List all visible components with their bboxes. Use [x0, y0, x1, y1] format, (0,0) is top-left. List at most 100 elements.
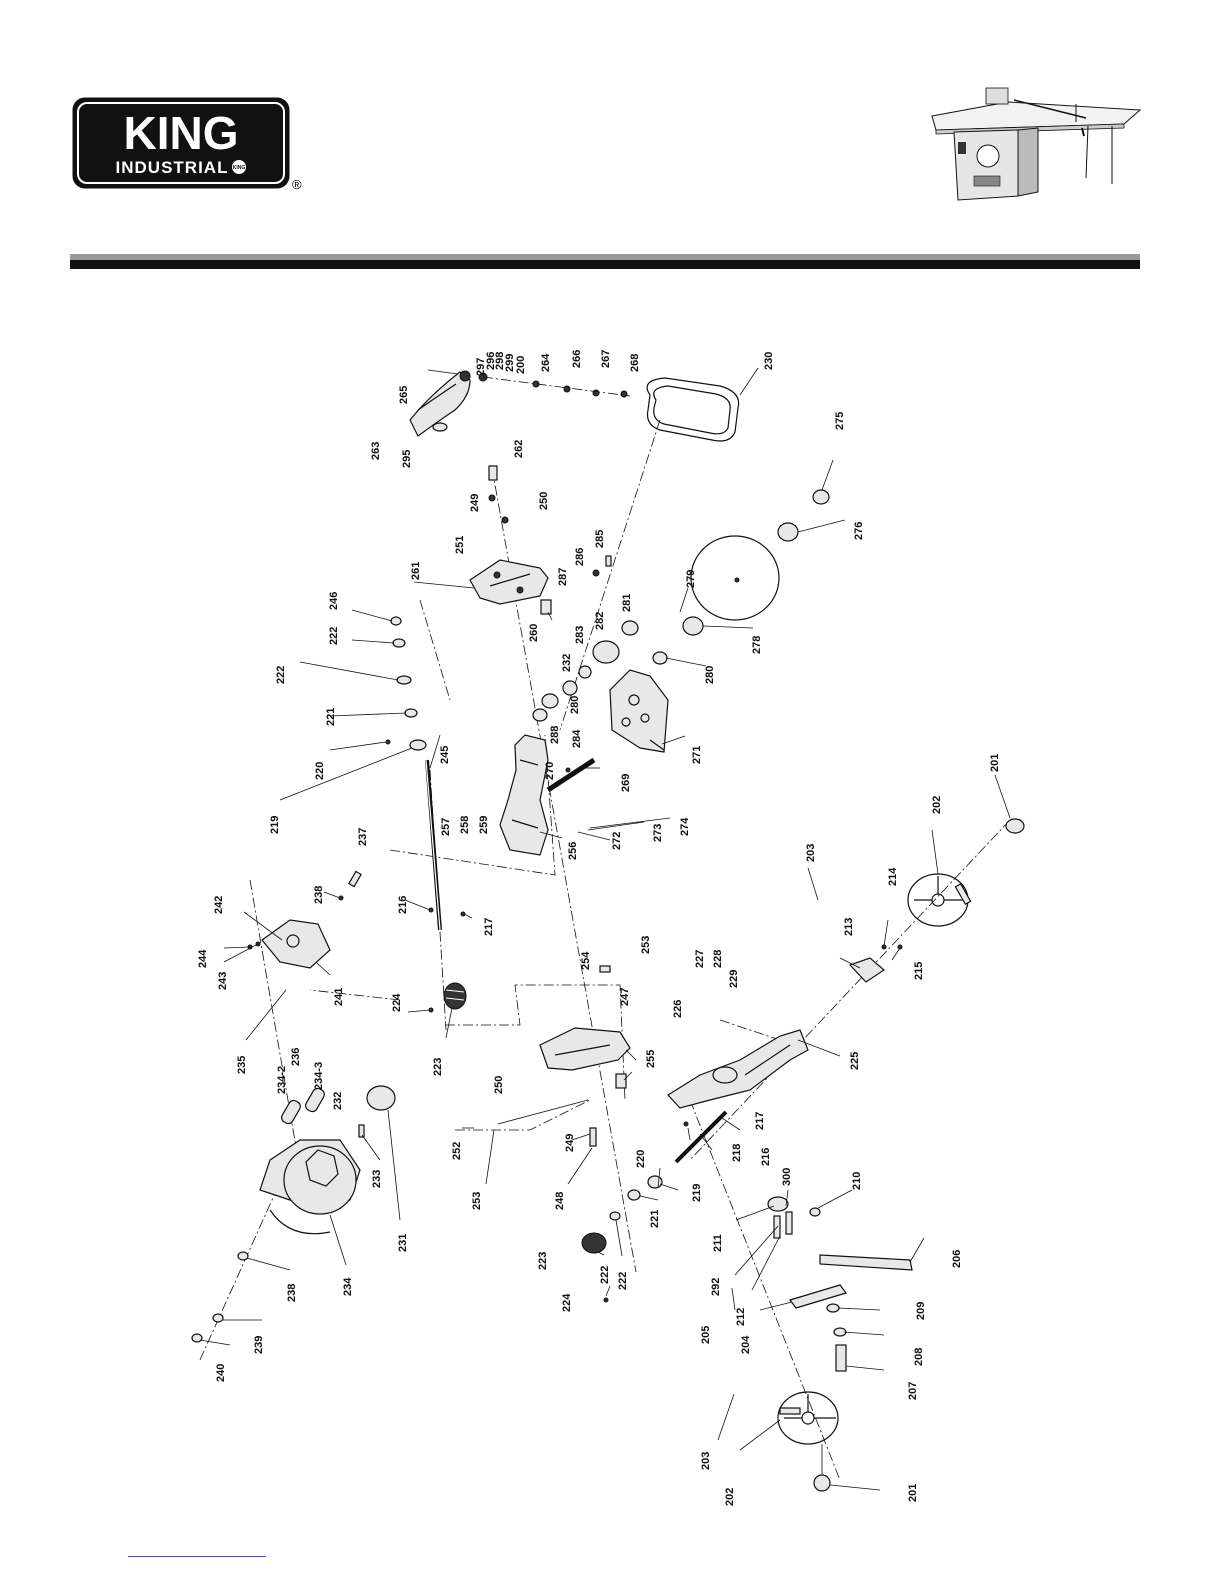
label-267: 267 — [600, 350, 612, 368]
label-202a: 202 — [931, 796, 943, 814]
bearing-219a — [409, 739, 427, 751]
label-217a: 217 — [483, 918, 495, 936]
label-234-2: 234-2 — [276, 1066, 288, 1094]
flange-276 — [777, 522, 799, 542]
label-238a: 238 — [313, 886, 325, 904]
label-296: 296 — [485, 352, 497, 370]
label-224b: 224 — [561, 1293, 573, 1312]
capacitors-234 — [281, 1087, 325, 1125]
label-215: 215 — [913, 962, 925, 980]
label-282: 282 — [594, 612, 606, 630]
label-248: 248 — [554, 1192, 566, 1210]
worm-gear-223a — [443, 982, 467, 1010]
bearing-280b — [562, 680, 578, 696]
label-266: 266 — [571, 350, 583, 368]
label-230: 230 — [763, 352, 775, 370]
label-223b: 223 — [537, 1252, 549, 1270]
label-212: 212 — [735, 1308, 747, 1326]
label-224a: 224 — [391, 993, 403, 1012]
label-206: 206 — [951, 1250, 963, 1268]
label-250b: 250 — [493, 1076, 505, 1094]
link-204 — [789, 1284, 847, 1309]
label-252: 252 — [451, 1142, 463, 1160]
label-258: 258 — [459, 816, 471, 834]
label-221b: 221 — [649, 1210, 661, 1228]
label-222c: 222 — [617, 1272, 629, 1290]
label-237: 237 — [357, 828, 369, 846]
label-288: 288 — [549, 726, 561, 744]
label-272: 272 — [611, 832, 623, 850]
label-205: 205 — [700, 1326, 712, 1344]
label-231: 231 — [397, 1234, 409, 1252]
motor-pulley-231 — [366, 1085, 396, 1111]
shaft-269 — [546, 757, 596, 793]
cam-211 — [767, 1196, 789, 1212]
label-257: 257 — [440, 818, 452, 836]
washer-221b — [627, 1189, 641, 1201]
label-270: 270 — [544, 762, 556, 780]
king-industrial-logo: KING INDUSTRIAL KING — [72, 97, 290, 189]
label-262: 262 — [513, 440, 525, 458]
label-220a: 220 — [314, 762, 326, 780]
label-280a: 280 — [704, 666, 716, 684]
label-253a: 253 — [640, 936, 652, 954]
assembly-axis-bracket — [249, 879, 301, 1171]
bolt-207 — [835, 1344, 847, 1372]
assembly-axis-belt — [559, 419, 661, 731]
label-218: 218 — [731, 1144, 743, 1162]
bearing-219b — [647, 1175, 663, 1189]
label-298: 298 — [494, 352, 506, 370]
label-245: 245 — [439, 746, 451, 764]
label-211: 211 — [712, 1234, 724, 1252]
assembly-link-a — [389, 734, 556, 876]
label-259: 259 — [478, 816, 490, 834]
label-232b: 232 — [332, 1092, 344, 1110]
handle-201a — [1005, 818, 1025, 834]
label-253b: 253 — [471, 1192, 483, 1210]
label-207: 207 — [907, 1382, 919, 1400]
label-280b: 280 — [569, 696, 581, 714]
label-265: 265 — [398, 386, 410, 404]
label-247: 247 — [619, 988, 631, 1006]
label-223a: 223 — [432, 1058, 444, 1076]
logo-badge-text: KING — [233, 165, 246, 171]
bearing-280a — [652, 651, 668, 665]
label-229: 229 — [728, 970, 740, 988]
washer-222a — [392, 638, 406, 648]
label-263: 263 — [370, 442, 382, 460]
label-220b: 220 — [635, 1150, 647, 1168]
worm-gear-223b — [581, 1232, 607, 1254]
assembly-axis-upper — [491, 467, 637, 1273]
label-233: 233 — [371, 1170, 383, 1188]
label-283: 283 — [574, 626, 586, 644]
bearing-281 — [621, 620, 639, 636]
assembly-link-e — [719, 1019, 781, 1041]
logo-brand-sub: INDUSTRIAL — [116, 158, 229, 177]
label-238b: 238 — [286, 1284, 298, 1302]
label-281: 281 — [621, 594, 633, 612]
label-209: 209 — [915, 1302, 927, 1320]
label-250a: 250 — [538, 492, 550, 510]
label-240: 240 — [215, 1364, 227, 1382]
label-225: 225 — [849, 1052, 861, 1070]
washer-238b — [237, 1251, 249, 1261]
label-243: 243 — [217, 972, 229, 990]
label-279: 279 — [685, 570, 697, 588]
label-200: 200 — [515, 356, 527, 374]
label-219a: 219 — [269, 816, 281, 834]
nut-240 — [191, 1333, 203, 1343]
plate-213 — [848, 957, 885, 983]
label-228: 228 — [712, 950, 724, 968]
label-260: 260 — [528, 624, 540, 642]
label-216b: 216 — [760, 1148, 772, 1166]
trunnion-271 — [609, 669, 669, 753]
label-202b: 202 — [724, 1488, 736, 1506]
trunnion-256 — [499, 734, 549, 856]
top-small-parts — [478, 372, 631, 398]
label-203a: 203 — [805, 844, 817, 862]
label-299: 299 — [504, 354, 516, 372]
label-219b: 219 — [691, 1184, 703, 1202]
assembly-link-f — [419, 599, 451, 701]
bearing-288 — [541, 693, 559, 709]
label-275: 275 — [834, 412, 846, 430]
